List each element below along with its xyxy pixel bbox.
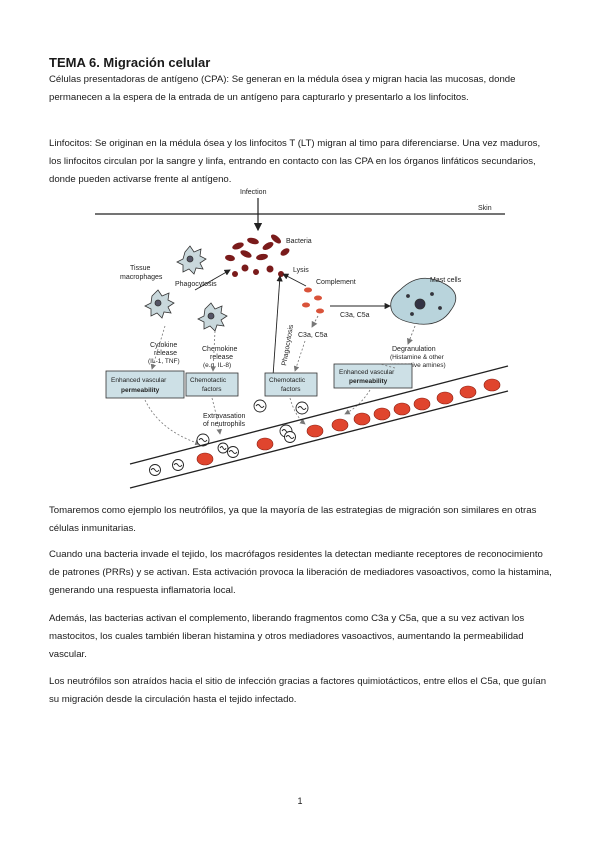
- paragraph-cpa: Células presentadoras de antígeno (CPA):…: [49, 74, 516, 103]
- mast-cells-label: Mast cells: [430, 277, 462, 284]
- complement-particles: [302, 287, 324, 314]
- evp-left-label2: permeability: [121, 387, 160, 394]
- chemotactic-left-arrow: [211, 397, 223, 435]
- infection-label: Infection: [240, 189, 267, 196]
- macrophage-cell-right: [197, 302, 228, 332]
- paragraph-complemento: Además, las bacterias activan el complem…: [49, 613, 525, 660]
- blood-vessel: [129, 365, 509, 489]
- migration-figure: Skin Infection Bacteria: [90, 186, 510, 491]
- bacteria-cluster: [225, 234, 290, 277]
- cytokine-label: Cytokine: [150, 342, 177, 349]
- degranulation-sub1: (Histamine & other: [390, 354, 445, 361]
- chemotactic-box-left: Chemotactic factors: [185, 372, 239, 397]
- macrophage-cell-left: [144, 289, 175, 319]
- chemokine-label: Chemokine: [202, 346, 238, 353]
- cytokine-examples: (IL-1, TNF): [148, 358, 180, 365]
- paragraph-linfocitos: Linfocitos: Se originan en la médula óse…: [49, 138, 541, 185]
- chemokine-release: release: [210, 354, 233, 361]
- chemotactic-box-right: Chemotactic factors: [264, 372, 318, 397]
- phagocytosis-diag-arrow: [272, 275, 283, 377]
- extravasation-sub: of neutrophils: [203, 421, 246, 428]
- evp-left-box: Enhanced vascular permeability: [105, 370, 185, 399]
- chemotactic-right-arrow: [289, 397, 306, 425]
- paragraph-neutrofilos: Tomaremos como ejemplo los neutrófilos, …: [49, 505, 537, 534]
- degranulation-label: Degranulation: [392, 346, 436, 353]
- page-title: TEMA 6. Migración celular: [49, 55, 211, 70]
- complement-label: Complement: [316, 279, 356, 286]
- macrophage-cell-top: [176, 245, 207, 275]
- page-number: 1: [297, 796, 303, 806]
- chemotactic-left-label2: factors: [202, 386, 222, 393]
- cytokine-release: release: [154, 350, 177, 357]
- evp-left-arrow: [144, 399, 201, 446]
- chemokine-arrow: [210, 330, 217, 372]
- evp-right-box: Enhanced vascular permeability: [333, 363, 413, 389]
- migration-diagram: Skin Infection Bacteria: [95, 189, 509, 489]
- chemotactic-right-label1: Chemotactic: [269, 377, 306, 384]
- phagocytosis-diag-label: Phagocytosis: [281, 324, 295, 367]
- red-blood-cells: [196, 378, 501, 466]
- c3a-to-box-arrow: [293, 340, 306, 372]
- degran-arrow: [407, 325, 416, 345]
- paragraph-macrofagos: Cuando una bacteria invade el tejido, lo…: [49, 549, 552, 596]
- skin-label: Skin: [478, 205, 492, 212]
- paragraph-quimiotaxis: Los neutrófilos son atraídos hacia el si…: [49, 676, 547, 705]
- phagocytosis-arrow-mac: [194, 269, 231, 291]
- mast-cell: [390, 277, 457, 325]
- cytokine-arrow: [150, 325, 166, 370]
- lysis-label: Lysis: [293, 267, 309, 274]
- evp-right-label2: permeability: [349, 378, 388, 385]
- blood-neutrophils: [149, 431, 296, 476]
- evp-right-arrow: [344, 389, 371, 415]
- c3a-c5a-right-label: C3a, C5a: [340, 312, 370, 319]
- degranulation-sub2: vasoactive amines): [390, 362, 446, 369]
- c3a-c5a-left-label: C3a, C5a: [298, 332, 328, 339]
- evp-right-label1: Enhanced vascular: [339, 369, 395, 376]
- chemotactic-left-label1: Chemotactic: [190, 377, 227, 384]
- macrophages-label: macrophages: [120, 274, 163, 281]
- tissue-label: Tissue: [130, 265, 150, 272]
- chemokine-examples: (e.g. IL-8): [203, 362, 231, 369]
- phagocytosis-top-label: Phagocytosis: [175, 281, 217, 288]
- bacteria-label: Bacteria: [286, 238, 312, 245]
- chemotactic-right-label2: factors: [281, 386, 301, 393]
- extravasation-label: Extravasation: [203, 413, 246, 420]
- degran-to-box-arrow: [379, 363, 396, 369]
- lysis-arrow: [282, 273, 307, 287]
- evp-left-label1: Enhanced vascular: [111, 377, 167, 384]
- c3a-arrow-left: [311, 315, 319, 328]
